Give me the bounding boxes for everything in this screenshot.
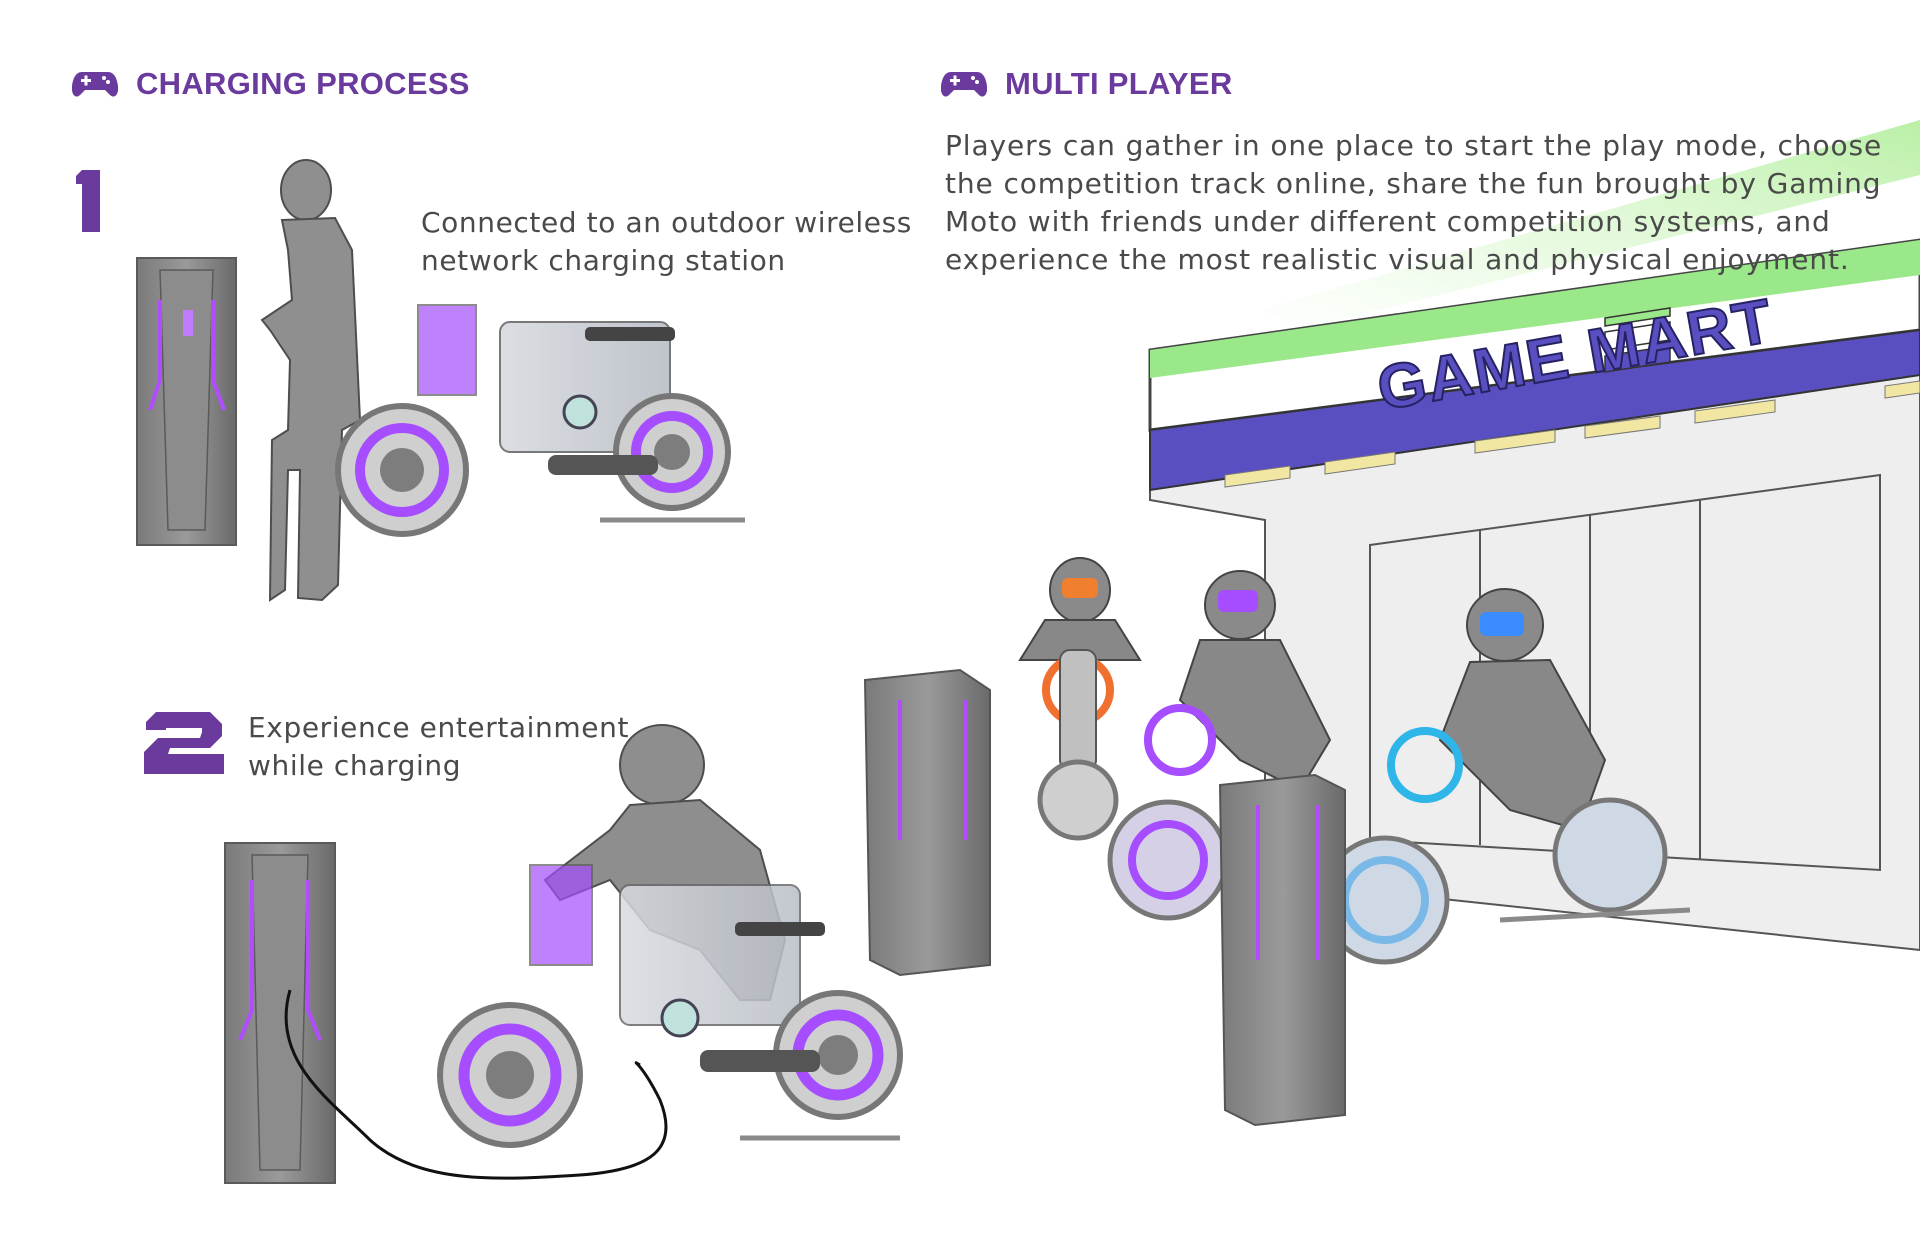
step-2-glyph xyxy=(144,712,224,774)
rider-purple xyxy=(1107,570,1332,921)
step-2-description: Experience entertainment while charging xyxy=(248,709,629,785)
multiplayer-line-1: Players can gather in one place to start… xyxy=(945,129,1883,162)
charging-station-pillar xyxy=(224,842,336,1184)
charging-process-title: CHARGING PROCESS xyxy=(136,66,470,101)
multiplayer-line-3: Moto with friends under different compet… xyxy=(945,205,1831,238)
step-1-number: 1 xyxy=(76,170,102,236)
rider-orange xyxy=(1018,557,1142,841)
gamepad-icon xyxy=(72,72,118,97)
multiplayer-title: MULTI PLAYER xyxy=(1005,66,1233,101)
step-1-description: Connected to an outdoor wireless network… xyxy=(421,204,912,280)
charging-station-pillar xyxy=(1218,773,1346,1127)
charging-process-heading: CHARGING PROCESS xyxy=(72,66,470,102)
charging-station-pillar xyxy=(136,257,237,546)
gamepad-icon xyxy=(941,72,987,97)
rider-blue xyxy=(1320,588,1691,965)
multiplayer-heading: MULTI PLAYER xyxy=(941,66,1233,102)
multiplayer-line-4: experience the most realistic visual and… xyxy=(945,243,1850,276)
light-beam xyxy=(1260,120,1920,330)
step-1-line-1: Connected to an outdoor wireless xyxy=(421,206,912,239)
step-2-line-1: Experience entertainment xyxy=(248,711,630,744)
step-2-number: 2 xyxy=(144,712,224,778)
step-1-line-2: network charging station xyxy=(421,244,786,277)
charging-cable xyxy=(284,989,668,1180)
multiplayer-description: Players can gather in one place to start… xyxy=(945,127,1882,279)
motorcycle-2 xyxy=(437,864,903,1148)
store-logo xyxy=(1604,307,1671,373)
step-1-glyph xyxy=(76,170,100,232)
step1-scene xyxy=(136,159,745,602)
charging-station-pillar xyxy=(863,668,991,977)
motorcycle-1 xyxy=(335,304,745,537)
standing-person xyxy=(260,159,362,602)
step2-scene xyxy=(224,724,903,1184)
step-2-line-2: while charging xyxy=(248,749,462,782)
multiplayer-scene: GAME MART xyxy=(863,120,1920,1127)
multiplayer-line-2: the competition track online, share the … xyxy=(945,167,1882,200)
